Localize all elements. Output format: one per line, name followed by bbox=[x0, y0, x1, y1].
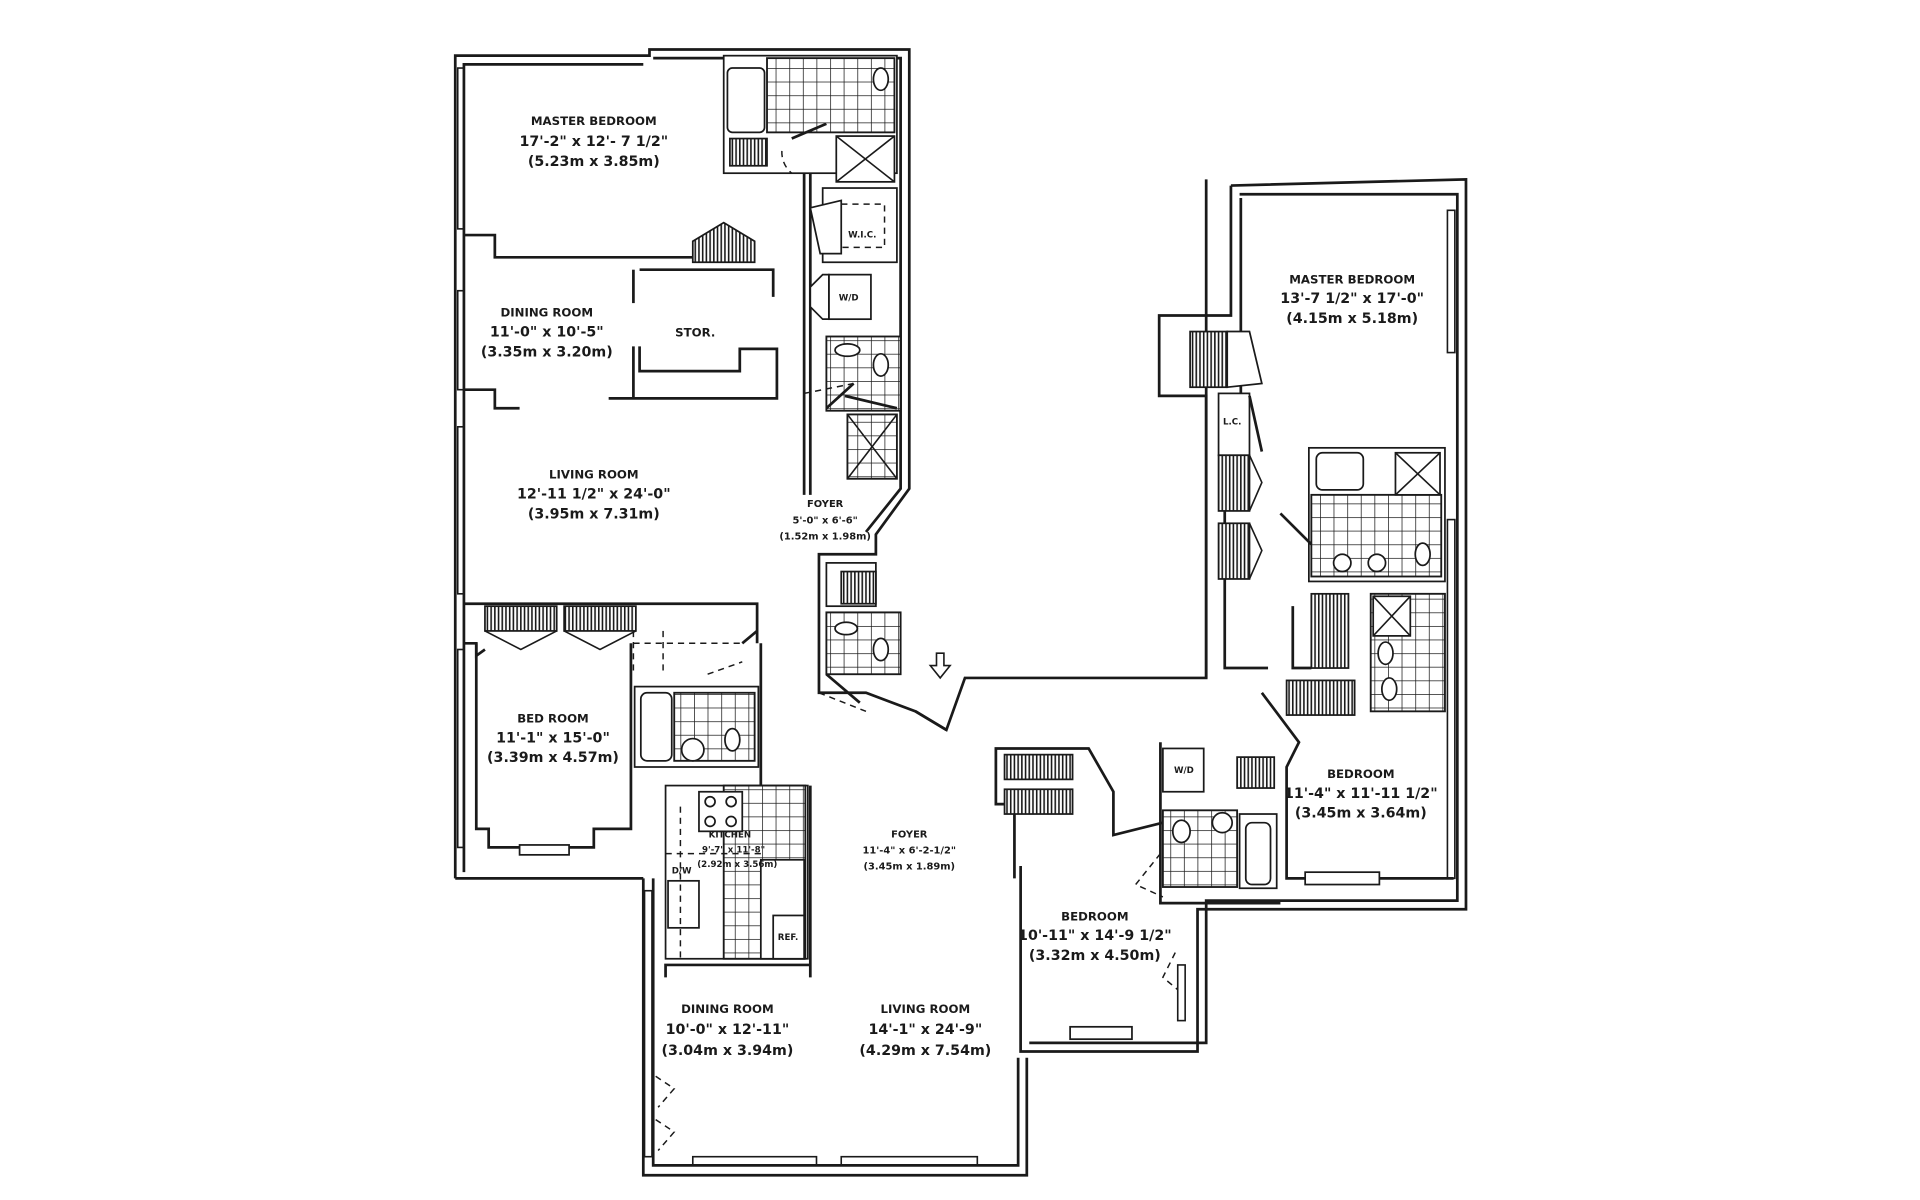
room-dimensions-metric: (3.45m x 1.89m) bbox=[863, 862, 955, 873]
room-name: MASTER BEDROOM bbox=[1289, 272, 1415, 286]
room-dimensions-metric: (3.32m x 4.50m) bbox=[1029, 948, 1161, 964]
linen-closet-label: L.C. bbox=[1223, 417, 1241, 427]
room-name: DINING ROOM bbox=[500, 306, 593, 320]
room-dimensions-imperial: 13'-7 1/2" x 17'-0" bbox=[1280, 291, 1424, 307]
room-name: BEDROOM bbox=[1327, 767, 1394, 781]
room-dimensions-imperial: 10'-0" x 12'-11" bbox=[666, 1022, 790, 1038]
room-dimensions-metric: (3.39m x 4.57m) bbox=[487, 750, 619, 766]
bottom-unit-walls bbox=[641, 747, 1164, 1177]
room-kitchen: KITCHEN 9'-7" x 11'-8" (2.92m x 3.56m) bbox=[697, 831, 777, 871]
room-bed-room-left: BED ROOM 11'-1" x 15'-0" (3.39m x 4.57m) bbox=[487, 711, 619, 766]
room-living-room-bottom: LIVING ROOM 14'-1" x 24'-9" (4.29m x 7.5… bbox=[859, 1002, 991, 1059]
room-dimensions-imperial: 9'-7" x 11'-8" bbox=[702, 845, 765, 855]
refrigerator-label: REF. bbox=[778, 933, 798, 943]
room-name: BEDROOM bbox=[1061, 909, 1128, 923]
room-dimensions-imperial: 11'-4" x 11'-11 1/2" bbox=[1284, 786, 1438, 802]
room-name: DINING ROOM bbox=[681, 1002, 774, 1016]
room-bedroom-middle: BEDROOM 10'-11" x 14'-9 1/2" (3.32m x 4.… bbox=[1018, 909, 1172, 964]
dishwasher-label: D/W bbox=[672, 866, 692, 876]
room-dimensions-metric: (3.95m x 7.31m) bbox=[528, 506, 660, 522]
room-dimensions-imperial: 14'-1" x 24'-9" bbox=[868, 1022, 982, 1038]
room-dimensions-imperial: 12'-11 1/2" x 24'-0" bbox=[517, 487, 671, 503]
room-master-bedroom-right: MASTER BEDROOM 13'-7 1/2" x 17'-0" (4.15… bbox=[1280, 272, 1424, 327]
room-dimensions-metric: (3.45m x 3.64m) bbox=[1295, 806, 1427, 822]
room-foyer-main: FOYER 11'-4" x 6'-2-1/2" (3.45m x 1.89m) bbox=[862, 830, 956, 873]
room-dimensions-metric: (1.52m x 1.98m) bbox=[779, 531, 871, 542]
room-dimensions-metric: (2.92m x 3.56m) bbox=[697, 860, 777, 870]
room-living-room-left: LIVING ROOM 12'-11 1/2" x 24'-0" (3.95m … bbox=[517, 468, 671, 523]
room-dining-room-left: DINING ROOM 11'-0" x 10'-5" (3.35m x 3.2… bbox=[481, 306, 613, 361]
room-dimensions-imperial: 17'-2" x 12'- 7 1/2" bbox=[519, 134, 668, 150]
room-bedroom-right: BEDROOM 11'-4" x 11'-11 1/2" (3.45m x 3.… bbox=[1284, 767, 1438, 822]
room-name: KITCHEN bbox=[709, 831, 752, 841]
room-dimensions-imperial: 10'-11" x 14'-9 1/2" bbox=[1018, 928, 1172, 944]
room-name: MASTER BEDROOM bbox=[531, 114, 657, 128]
room-dimensions-imperial: 11'-4" x 6'-2-1/2" bbox=[862, 846, 956, 857]
room-name: FOYER bbox=[807, 499, 844, 510]
washer-dryer-left-label: W/D bbox=[839, 294, 859, 304]
room-dimensions-metric: (4.29m x 7.54m) bbox=[859, 1043, 991, 1059]
room-foyer-small: FOYER 5'-0" x 6'-6" (1.52m x 1.98m) bbox=[779, 499, 871, 542]
left-unit-walls bbox=[453, 48, 1208, 880]
room-master-bedroom-left: MASTER BEDROOM 17'-2" x 12'- 7 1/2" (5.2… bbox=[519, 114, 668, 170]
room-dimensions-imperial: 11'-0" x 10'-5" bbox=[490, 324, 604, 340]
room-dining-room-bottom: DINING ROOM 10'-0" x 12'-11" (3.04m x 3.… bbox=[661, 1002, 793, 1059]
arrow-down-icon bbox=[928, 652, 952, 680]
room-dimensions-imperial: 5'-0" x 6'-6" bbox=[793, 515, 858, 526]
room-name: BED ROOM bbox=[517, 711, 589, 725]
room-dimensions-metric: (3.35m x 3.20m) bbox=[481, 344, 613, 360]
walk-in-closet-label: W.I.C. bbox=[848, 231, 876, 241]
right-unit-walls bbox=[1019, 177, 1468, 1053]
room-name: LIVING ROOM bbox=[549, 468, 639, 482]
room-dimensions-metric: (4.15m x 5.18m) bbox=[1286, 311, 1418, 327]
room-name: FOYER bbox=[891, 830, 928, 841]
washer-dryer-right-label: W/D bbox=[1174, 766, 1194, 776]
bedroom-kitchen-walls bbox=[463, 602, 812, 978]
room-dimensions-imperial: 11'-1" x 15'-0" bbox=[496, 730, 610, 746]
storage-label: STOR. bbox=[675, 325, 715, 339]
room-name: LIVING ROOM bbox=[881, 1002, 971, 1016]
room-dimensions-metric: (3.04m x 3.94m) bbox=[661, 1043, 793, 1059]
room-dimensions-metric: (5.23m x 3.85m) bbox=[528, 154, 660, 170]
